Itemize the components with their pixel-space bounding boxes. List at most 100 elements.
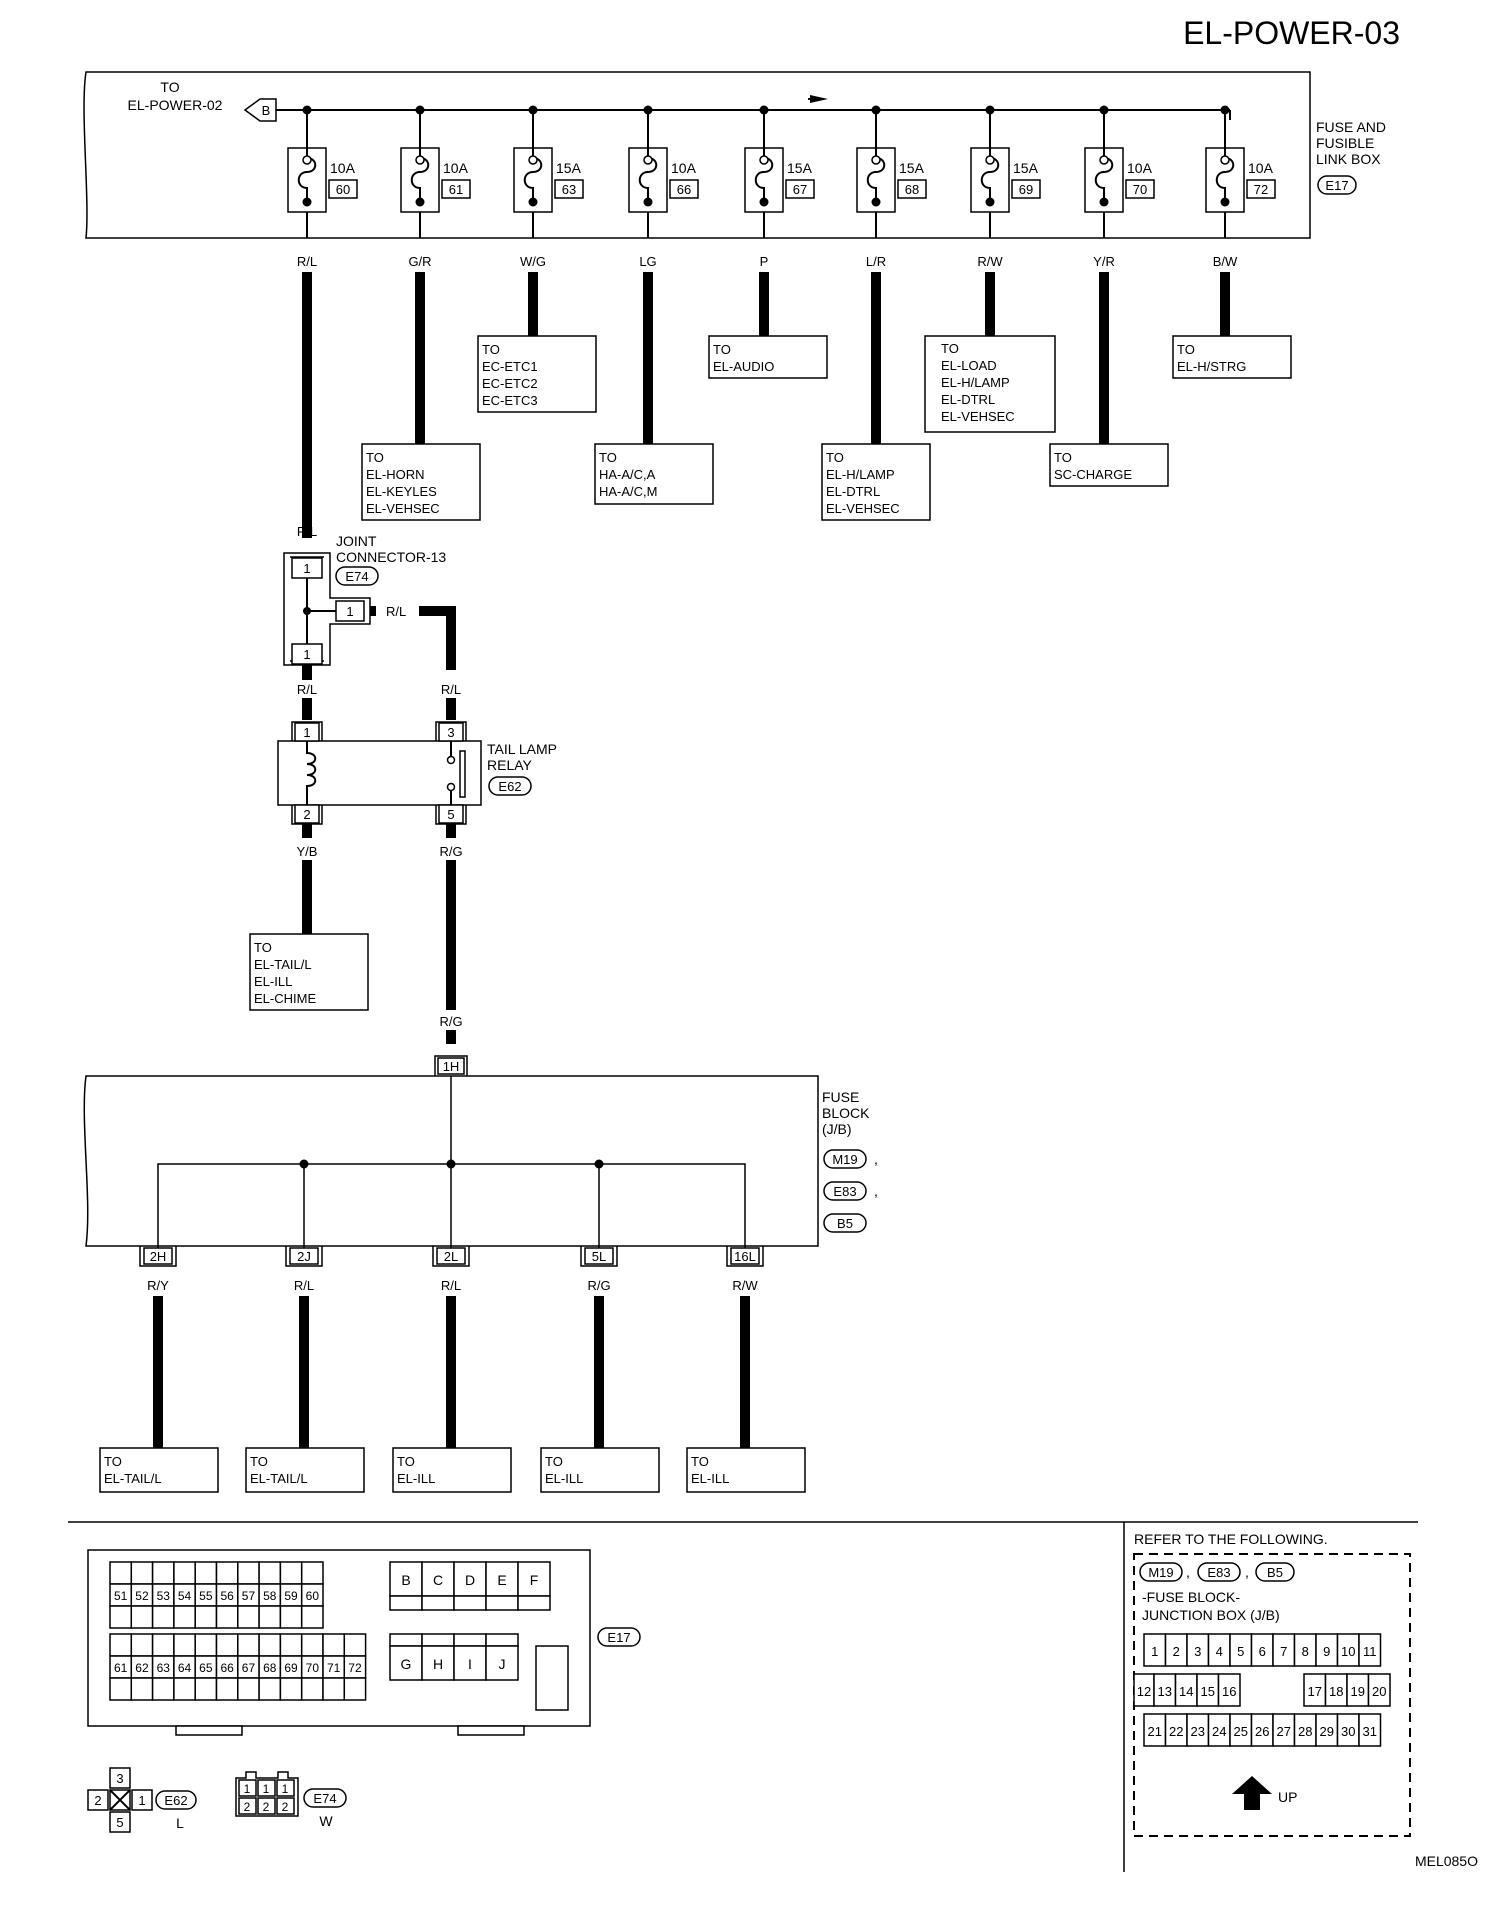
e17-pin-70: 70 — [306, 1661, 320, 1675]
fuse-terminal-top — [528, 155, 538, 165]
fuse-amp-66: 10A — [671, 160, 697, 176]
figure-id: MEL085O — [1415, 1853, 1478, 1869]
fuse-block-label-2: BLOCK — [822, 1105, 870, 1121]
output-wire-color-2J: R/L — [294, 1278, 314, 1293]
jb-pin-21: 21 — [1148, 1724, 1162, 1739]
refer-conn-2: E83 — [1207, 1565, 1230, 1580]
relay-conn: E62 — [498, 779, 521, 794]
e17-pin-B: B — [401, 1572, 410, 1588]
joint-label-1: JOINT — [336, 533, 377, 549]
e17-blank-cell — [130, 1677, 154, 1701]
output-pin-2L: 2L — [444, 1249, 458, 1264]
e17-blank-cell — [279, 1677, 303, 1701]
dest-box-67: TO EL-AUDIO — [708, 335, 828, 379]
e17-blank-cell — [194, 1561, 218, 1585]
svg-text:EL-H/LAMP: EL-H/LAMP — [941, 375, 1010, 390]
relay-label-2: RELAY — [487, 757, 533, 773]
e17-letter-upper — [421, 1633, 455, 1647]
e17-cell-upper — [109, 1633, 133, 1657]
e17-blank-cell — [194, 1677, 218, 1701]
e17-blank-cell — [322, 1677, 346, 1701]
relay-contact-upper — [446, 755, 456, 765]
e17-letter-lower — [389, 1595, 423, 1611]
svg-text:2: 2 — [94, 1793, 101, 1808]
fuse-block-label-3: (J/B) — [822, 1121, 852, 1137]
fuse-element-icon — [523, 148, 543, 200]
fuse-num-67: 67 — [793, 182, 807, 197]
output-pin-bracket — [726, 1246, 764, 1267]
output-dest-box — [392, 1447, 512, 1493]
fuse-num-70: 70 — [1133, 182, 1147, 197]
jb-cell — [1358, 1633, 1382, 1667]
output-pin-box — [289, 1247, 319, 1265]
output-pin-bracket — [285, 1246, 323, 1267]
refer-conn-badge-1 — [1139, 1562, 1183, 1582]
jb-pin-16: 16 — [1222, 1684, 1236, 1699]
jb-pin-13: 13 — [1158, 1684, 1172, 1699]
svg-text:3: 3 — [116, 1771, 123, 1786]
fuse-element-icon — [297, 148, 317, 200]
e17-pin-D: D — [465, 1572, 475, 1588]
jb-pin-5: 5 — [1237, 1644, 1244, 1659]
fuse-block-in-pin: 1H — [443, 1059, 460, 1074]
e17-pin-C: C — [433, 1572, 443, 1588]
svg-text:EL-HORN: EL-HORN — [366, 467, 425, 482]
fuse-num-box — [554, 179, 584, 199]
jb-pin-3: 3 — [1194, 1644, 1201, 1659]
svg-text:1: 1 — [263, 1782, 270, 1796]
svg-text:HA-A/C,A: HA-A/C,A — [599, 467, 656, 482]
e17-pin-64: 64 — [178, 1661, 192, 1675]
svg-text:TO: TO — [254, 940, 272, 955]
fuse-block-conn-sep-2: , — [874, 1183, 878, 1199]
fuse-amp-60: 10A — [330, 160, 356, 176]
refer-title: REFER TO THE FOLLOWING. — [1134, 1531, 1328, 1547]
joint-internal-dot — [303, 607, 311, 615]
fuse-element-icon — [866, 148, 886, 200]
jb-pin-19: 19 — [1351, 1684, 1365, 1699]
relay-out-left-label: Y/B — [297, 844, 318, 859]
jb-pin-11: 11 — [1363, 1644, 1377, 1659]
e17-cell-lower — [300, 1605, 324, 1629]
fuse-num-box — [441, 179, 471, 199]
e17-cell-upper — [300, 1633, 324, 1657]
e17-blank-cell — [173, 1561, 196, 1585]
fuse-element-icon — [1094, 148, 1114, 200]
e17-blank-cell — [343, 1677, 367, 1701]
e17-pin-G: G — [401, 1656, 412, 1672]
e17-blank-cell — [237, 1561, 260, 1585]
page-code: EL-POWER-03 — [1183, 15, 1400, 51]
e17-blank-cell — [237, 1677, 260, 1701]
fuse-num-68: 68 — [905, 182, 919, 197]
svg-text:1: 1 — [282, 1782, 289, 1796]
fuse-terminal-bottom — [643, 197, 653, 207]
svg-text:TO: TO — [1177, 342, 1195, 357]
svg-text:EL-H/STRG: EL-H/STRG — [1177, 359, 1246, 374]
e17-blank-cell — [130, 1561, 154, 1585]
e17-blank-cell — [215, 1561, 239, 1585]
jb-pin-17: 17 — [1308, 1684, 1322, 1699]
output-pin-box — [436, 1247, 466, 1265]
relay-pin-5: 5 — [447, 807, 454, 822]
output-dest-to: TO — [691, 1454, 709, 1469]
e17-cell-upper — [173, 1633, 196, 1657]
svg-text:EL-CHIME: EL-CHIME — [254, 991, 316, 1006]
svg-text:EL-DTRL: EL-DTRL — [941, 392, 995, 407]
e17-blank-cavity — [535, 1645, 569, 1711]
e17-pin-71: 71 — [327, 1661, 341, 1675]
fuse-link-box-outline — [83, 71, 1311, 239]
e17-cell-lower — [258, 1605, 282, 1629]
fuse-amp-72: 10A — [1248, 160, 1274, 176]
svg-text:E74: E74 — [313, 1791, 336, 1806]
jb-pin-4: 4 — [1216, 1644, 1223, 1659]
e17-letter-cell — [453, 1645, 487, 1681]
relay-pin-2: 2 — [303, 807, 310, 822]
dest-box-63: TO EC-ETC1 EC-ETC2 EC-ETC3 — [477, 335, 597, 413]
fuse-amp-69: 15A — [1013, 160, 1039, 176]
relay-left-dest-box: TO EL-TAIL/L EL-ILL EL-CHIME — [249, 933, 369, 1011]
relay-label-1: TAIL LAMP — [487, 741, 557, 757]
e17-pin-E: E — [497, 1572, 506, 1588]
e17-letter-cell — [421, 1561, 455, 1597]
fuse-wire-color-69: R/W — [977, 254, 1003, 269]
jb-pin-12: 12 — [1137, 1684, 1151, 1699]
